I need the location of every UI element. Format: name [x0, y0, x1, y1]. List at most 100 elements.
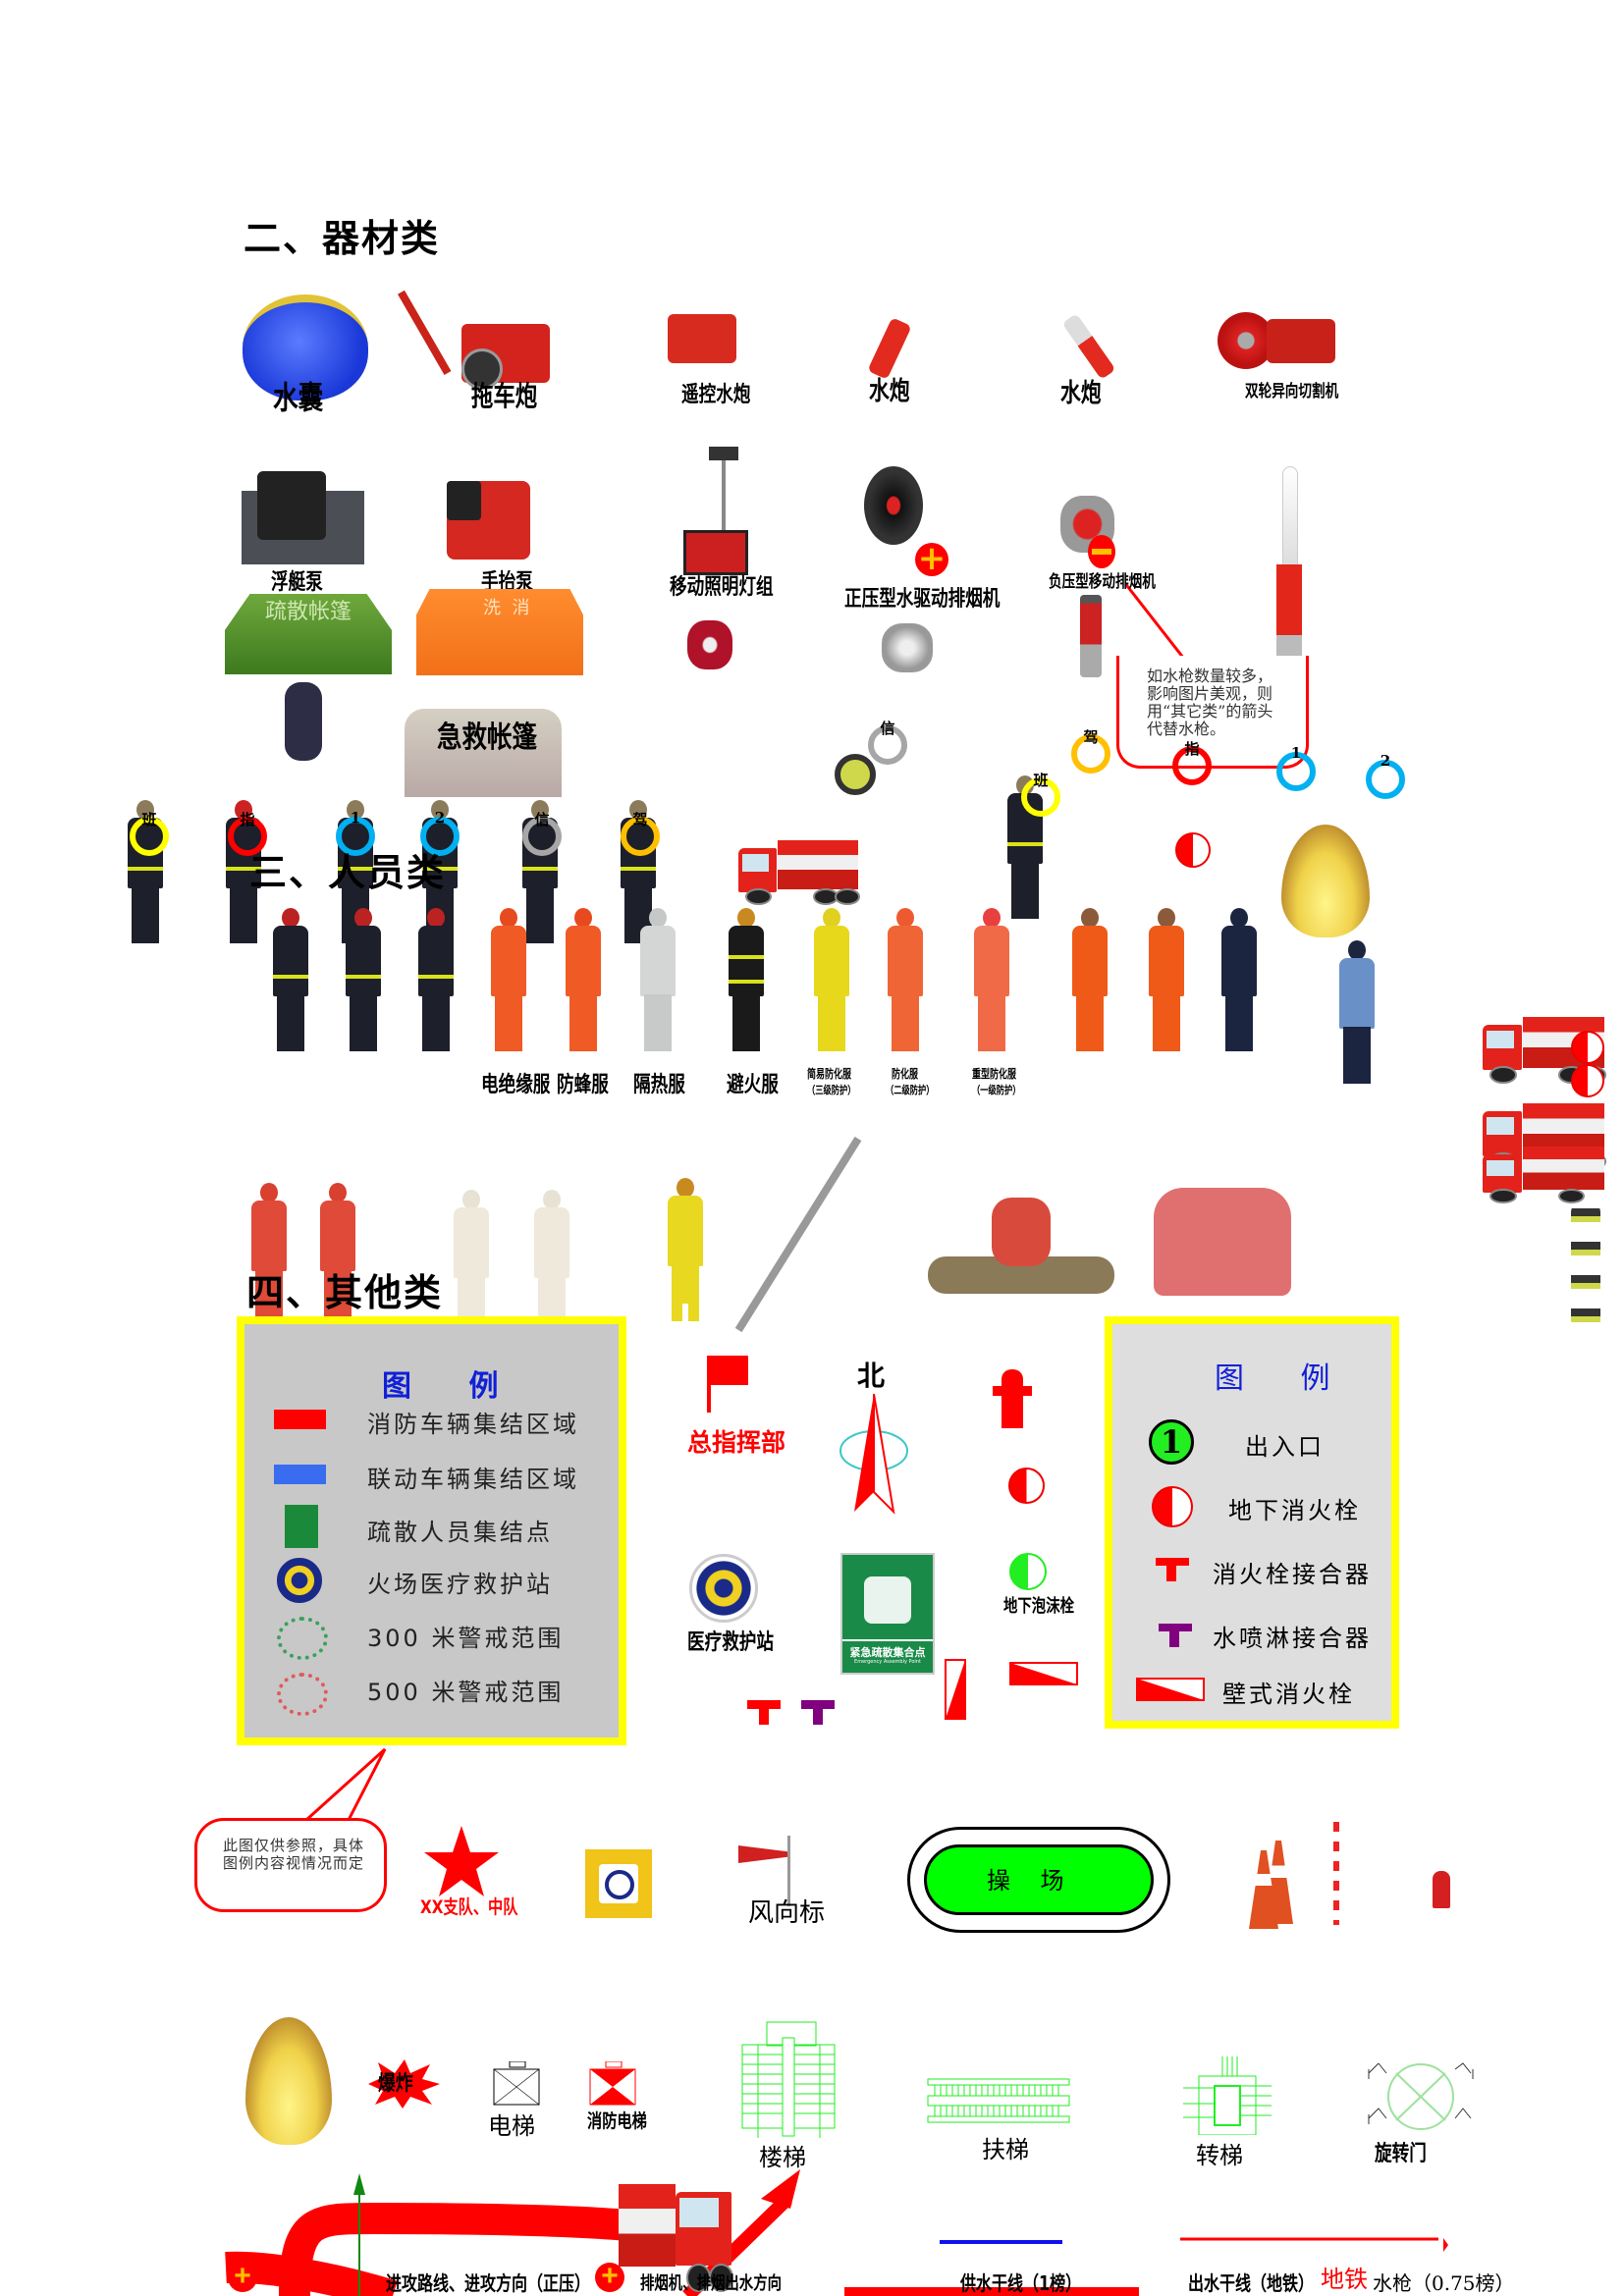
playground-icon[interactable]: [924, 1844, 1154, 1915]
ring-commander-2[interactable]: 指: [228, 811, 267, 856]
label-positive-fan: 正压型水驱动排烟机: [844, 587, 1001, 612]
label-electric-insulation-suit: 电绝缘服: [481, 1073, 551, 1097]
legend-right-title: 图 例: [1215, 1362, 1354, 1396]
label-evacuation-tent: 疏散帐篷: [265, 600, 352, 624]
person-police-officer: [1218, 908, 1261, 1055]
wind-vane-icon: [738, 1845, 787, 1863]
section-title-personnel: 三、人员类: [249, 851, 447, 894]
plus-badge-icon: +: [595, 2262, 624, 2292]
wall-hydrant-vertical-icon[interactable]: [945, 1659, 966, 1720]
ring-number-2[interactable]: 2: [1366, 752, 1405, 799]
ring-commander-label: 指: [1184, 740, 1200, 758]
person-turnout-gear: [269, 908, 312, 1055]
cutting-saw-image: [1218, 312, 1274, 369]
label-revolving-door: 旋转门: [1375, 2142, 1427, 2166]
cordon-500-icon: [277, 1673, 328, 1716]
fire-flame-icon: [1281, 825, 1370, 937]
label-elevator: 电梯: [488, 2112, 535, 2140]
hose-reel-image: [835, 754, 876, 795]
sprinkler-connector-icon[interactable]: [801, 1700, 835, 1709]
callout-nozzle-text: 如水枪数量较多，影响图片美观，则用“其它类”的箭头代替水枪。: [1147, 667, 1273, 738]
trailer-monitor-barrel: [398, 290, 452, 375]
smoke-arrow-head: [761, 2169, 800, 2209]
assembly-sign-text-en: Emergency Assembly Point: [854, 1659, 921, 1665]
label-foam-hydrant: 地下泡沫栓: [1003, 1596, 1074, 1617]
section-title-equipment: 二、器材类: [244, 217, 441, 260]
legend-item-entrance: 出入口: [1245, 1433, 1325, 1461]
plus-badge-icon: +: [915, 542, 948, 576]
ring-commander[interactable]: 指: [1172, 740, 1212, 785]
ring-number-2b[interactable]: 2: [420, 809, 460, 856]
escalator-icon: [927, 2078, 1070, 2123]
person-heavy-chemical-suit: [970, 908, 1013, 1055]
lighting-lamps: [709, 447, 738, 460]
person-electric-insulation-suit: [487, 908, 530, 1055]
ring-number-1b[interactable]: 1: [336, 809, 375, 856]
label-wind-vane: 风向标: [748, 1898, 826, 1928]
foam-hydrant-icon[interactable]: [1009, 1553, 1047, 1590]
wall-hydrant-horizontal-icon[interactable]: [1009, 1662, 1078, 1685]
person-rescuer-carrying: [664, 1178, 707, 1321]
person-traffic-police: [1335, 940, 1379, 1088]
label-heavy-chemical-suit: 重型防化服（一级防护）: [972, 1065, 1021, 1097]
underground-hydrant-icon[interactable]: [1571, 1064, 1604, 1097]
ring-number-1[interactable]: 1: [1276, 744, 1316, 791]
cordon-300-icon: [277, 1617, 328, 1660]
underground-hydrant-icon[interactable]: [1175, 832, 1211, 868]
underground-hydrant-icon[interactable]: [1008, 1468, 1045, 1504]
ring-driver-2[interactable]: 驾: [621, 811, 660, 856]
ring-squad[interactable]: 班: [130, 811, 169, 856]
command-flag-icon: [709, 1356, 748, 1385]
playground-track: [907, 1827, 1170, 1933]
label-branch-line: 出水干线（地铁）: [1188, 2271, 1314, 2295]
callout-reference-note: 此图仅供参照，具体图例内容视情况而定: [194, 1818, 387, 1912]
label-playground: 操 场: [987, 1867, 1064, 1895]
medical-station-icon: [277, 1558, 322, 1603]
hydrant-connector-icon[interactable]: [747, 1700, 781, 1709]
label-simple-chemical-suit-name: 简易防化服: [807, 1067, 852, 1081]
company-logo-icon: [585, 1849, 652, 1918]
fire-hydrant-arms: [993, 1386, 1032, 1396]
label-spiral-stairs: 转梯: [1196, 2142, 1243, 2169]
ring-number-2-label: 2: [1380, 752, 1391, 770]
person-sandbag-worker: [992, 1198, 1051, 1266]
ring-signal-2[interactable]: 信: [522, 811, 562, 856]
label-subway: 地铁: [1321, 2266, 1368, 2293]
linked-vehicle-area-swatch: [274, 1465, 326, 1484]
fire-truck-image: [619, 2184, 734, 2292]
legend-item-assembly: 疏散人员集结点: [367, 1519, 553, 1546]
assembly-point-sign[interactable]: 紧急疏散集合点 Emergency Assembly Point: [840, 1553, 935, 1675]
person-rescue-uniform: [1068, 908, 1111, 1055]
label-medical-station: 医疗救护站: [687, 1630, 775, 1655]
legend-right: 图 例 1 出入口 地下消火栓 消火栓接合器 水喷淋接合器 壁式消火栓: [1105, 1316, 1399, 1729]
minus-badge-icon: [1088, 535, 1115, 568]
ring-number-2b-label: 2: [434, 809, 446, 827]
underground-hydrant-icon[interactable]: [1571, 1031, 1604, 1064]
label-escalator: 扶梯: [982, 2136, 1029, 2163]
fire-hydrant-icon[interactable]: [1001, 1369, 1023, 1428]
spiral-stairs-icon: [1183, 2056, 1272, 2135]
entrance-icon: 1: [1149, 1419, 1194, 1465]
trailer-monitor-wheel: [461, 348, 503, 390]
ring-signal-2-label: 信: [534, 811, 550, 828]
wall-hydrant-icon: [1136, 1678, 1205, 1701]
green-arrow-head: [353, 2173, 365, 2195]
label-water-bladder: 水囊: [273, 379, 324, 416]
ring-driver-2-label: 驾: [632, 811, 648, 828]
ring-driver[interactable]: 驾: [1071, 728, 1110, 774]
water-bladder-image: [243, 294, 368, 400]
person-turnout-gear: [414, 908, 458, 1055]
person-fire-entry-suit: [725, 908, 768, 1055]
person-decon-team: [450, 1190, 493, 1337]
ring-signal[interactable]: 信: [868, 720, 907, 765]
ring-number-1b-label: 1: [350, 809, 361, 827]
ring-driver-label: 驾: [1083, 728, 1099, 746]
label-remote-monitor: 遥控水炮: [681, 383, 751, 407]
ring-squad-2[interactable]: 班: [1021, 772, 1060, 817]
medical-station-icon[interactable]: [689, 1554, 758, 1623]
legend-item-300m: 300 米警戒范围: [367, 1625, 565, 1652]
assembly-sign-text-cn: 紧急疏散集合点: [842, 1639, 933, 1660]
decon-tent-image: [416, 589, 583, 675]
label-heavy-chemical-suit-name: 重型防化服: [972, 1067, 1017, 1081]
people-group-icon: [864, 1576, 911, 1624]
